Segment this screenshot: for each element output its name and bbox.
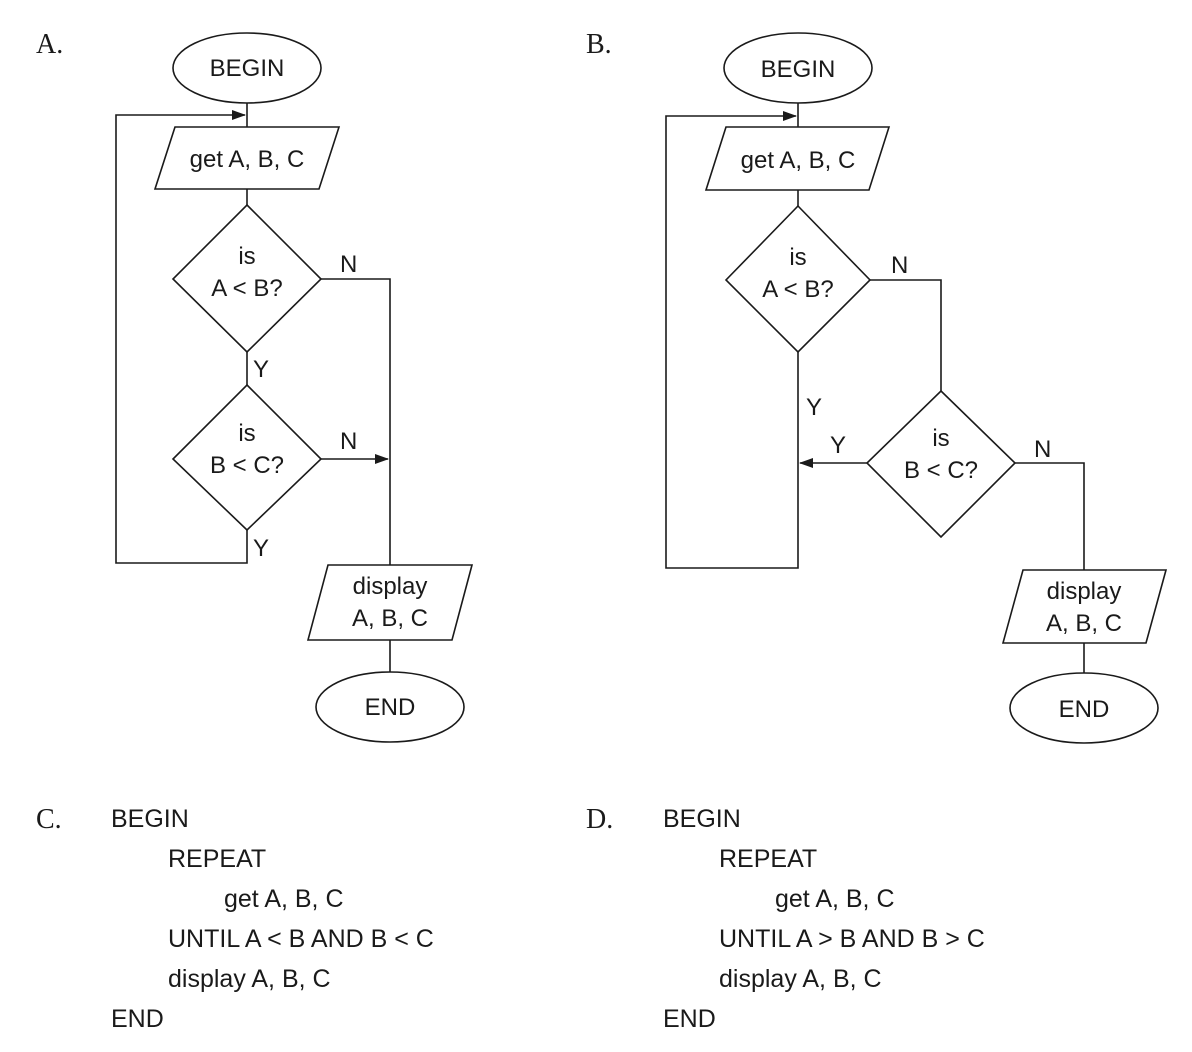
no-label-1: N [891,252,908,279]
decision-diamond-2 [865,389,1017,539]
code-line: BEGIN [663,805,741,833]
decision-2-line-1: is [932,425,949,452]
no-path-line [1015,462,1085,570]
input-parallelogram [153,126,341,190]
end-text: END [365,694,416,721]
decision-2-line-2: B < C? [904,457,978,484]
decision-2-line-1: is [238,420,255,447]
code-line: display A, B, C [168,965,331,993]
begin-text: BEGIN [210,55,285,82]
option-c-label: C. [36,804,62,835]
option-d-label: D. [586,804,614,835]
decision-2-line-2: B < C? [210,452,284,479]
begin-text: BEGIN [761,56,836,83]
decision-1-line-1: is [238,243,255,270]
no-label-2: N [1034,436,1051,463]
code-line: get A, B, C [224,885,344,913]
output-line-1: display [1047,578,1122,605]
option-b-label: B. [586,29,612,60]
decision-diamond-1 [171,203,323,354]
loop-back-arrow [115,110,248,564]
input-text: get A, B, C [190,146,305,173]
yes-label-1: Y [806,394,822,421]
output-line-2: A, B, C [1046,610,1122,637]
end-terminal [1009,672,1159,744]
code-line: get A, B, C [775,885,895,913]
decision-diamond-1 [724,204,872,354]
yes-label-2: Y [253,535,269,562]
code-line: UNTIL A < B AND B < C [168,925,434,953]
no-label-1: N [340,251,357,278]
no-label-2: N [340,428,357,455]
decision-1-line-2: A < B? [211,275,282,302]
flowchart-b: B. BEGIN get A, B, C is A < B? is B < C?… [586,29,1168,744]
end-terminal [315,671,465,743]
input-text: get A, B, C [741,147,856,174]
loop-back-arrow [665,111,799,569]
code-line: display A, B, C [719,965,882,993]
code-line: BEGIN [111,805,189,833]
code-line: UNTIL A > B AND B > C [719,925,985,953]
end-text: END [1059,696,1110,723]
code-line: REPEAT [168,845,267,873]
input-parallelogram [704,126,891,191]
decision-1-line-1: is [789,244,806,271]
decision-1-line-2: A < B? [762,276,833,303]
begin-terminal [172,32,322,104]
decision-diamond-2 [171,383,323,532]
output-line-1: display [353,573,428,600]
code-line: END [663,1005,716,1033]
flowchart-a: A. BEGIN get A, B, C is A < B? is B < C?… [36,29,474,743]
output-line-2: A, B, C [352,605,428,632]
option-a-label: A. [36,29,63,60]
yes-label-2: Y [830,432,846,459]
no-path-line [321,278,391,565]
code-line: END [111,1005,164,1033]
begin-terminal [723,32,873,104]
output-parallelogram [306,564,474,641]
yes-label-1: Y [253,356,269,383]
code-line: REPEAT [719,845,818,873]
no-path-line [870,279,942,391]
output-parallelogram [1001,569,1168,644]
